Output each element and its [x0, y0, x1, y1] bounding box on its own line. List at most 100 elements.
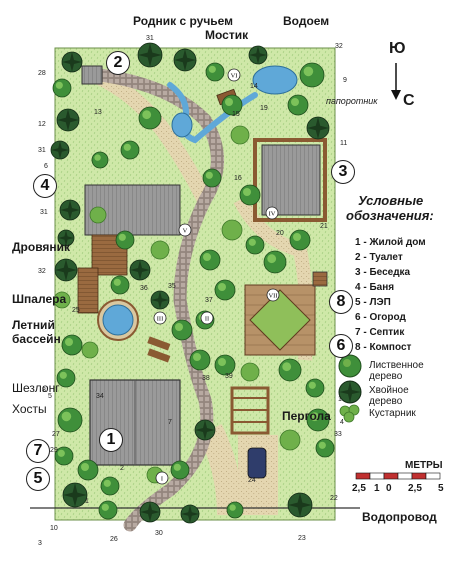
legend-item: 6 - Огород	[355, 312, 406, 323]
legend-shrub-label: Кустарник	[369, 408, 416, 419]
deciduous-tree	[54, 446, 74, 466]
callout-pool: Летний бассейн	[12, 318, 61, 346]
marker-compost: 8	[329, 290, 353, 314]
marker-garden: 6	[329, 334, 353, 358]
plant-number-label: 28	[38, 70, 46, 77]
compost-bin	[312, 271, 328, 287]
deciduous-tree	[214, 279, 236, 301]
marker-toilet: 2	[106, 51, 130, 75]
conifer-tree	[57, 229, 75, 247]
legend-deciduous-symbol	[338, 354, 362, 378]
shrub	[221, 219, 243, 241]
deciduous-tree	[61, 334, 83, 356]
deciduous-tree	[299, 62, 325, 88]
scale-bar	[355, 472, 441, 480]
legend-title-line2: обозначения:	[346, 208, 434, 223]
plant-number-label: 23	[298, 535, 306, 542]
plant-number-label: 11	[340, 140, 347, 147]
conifer-tree	[306, 116, 330, 140]
deciduous-tree	[120, 140, 140, 160]
legend-item: 7 - Септик	[355, 327, 405, 338]
plant-number-label: 3	[38, 540, 42, 547]
marker-powerline: 5	[26, 467, 50, 491]
roman-marker-label: I	[161, 476, 163, 483]
plant-number-label: 27	[52, 431, 60, 438]
plant-number-label: 13	[94, 109, 102, 116]
deciduous-tree	[315, 438, 335, 458]
deciduous-tree	[98, 500, 118, 520]
marker-house: 1	[99, 428, 123, 452]
deciduous-tree	[52, 78, 72, 98]
conifer-tree	[56, 108, 80, 132]
shrub	[53, 291, 71, 309]
deciduous-tree	[199, 249, 221, 271]
plant-number-label: 16	[234, 175, 242, 182]
deciduous-tree	[205, 62, 225, 82]
legend-shrub-symbol	[339, 404, 360, 423]
legend-deciduous-label-1: Лиственное	[369, 360, 424, 371]
conifer-tree	[150, 290, 170, 310]
plant-number-label: 33	[334, 431, 342, 438]
callout-fern: папоротник	[326, 96, 378, 106]
plant-number-label: 30	[155, 530, 163, 537]
legend-conifer-label-2: дерево	[369, 396, 403, 407]
legend-item: 2 - Туалет	[355, 252, 403, 263]
plant-number-label: 24	[248, 477, 256, 484]
deciduous-tree	[77, 459, 99, 481]
conifer-tree	[194, 419, 216, 441]
legend-title-line1: Условные	[358, 193, 424, 208]
legend-conifer-symbol	[338, 380, 362, 404]
marker-septic: 7	[26, 439, 50, 463]
plant-number-label: 32	[38, 268, 46, 275]
plant-number-label: 26	[110, 536, 118, 543]
roman-marker-circle	[178, 223, 192, 237]
shrub	[150, 240, 170, 260]
callout-spring: Родник с ручьем	[133, 14, 234, 28]
marker-gazebo: 3	[331, 160, 355, 184]
callout-woodshed: Дровяник	[12, 240, 71, 254]
roman-marker-label: VII	[268, 293, 277, 300]
legend-item: 3 - Беседка	[355, 267, 411, 278]
plant-number-label: 32	[335, 43, 343, 50]
compass-north-letter: С	[403, 92, 415, 109]
plant-number-label: 20	[276, 230, 284, 237]
car	[247, 447, 267, 479]
garden-diamond	[249, 289, 311, 351]
pond	[252, 65, 298, 95]
deciduous-tree	[287, 94, 309, 116]
roman-marker-circle	[155, 471, 169, 485]
scale-tick-label: 0	[386, 483, 392, 494]
roman-marker-circle	[153, 311, 167, 325]
callout-hosta: Хосты	[12, 402, 47, 416]
pond-inlet	[171, 112, 193, 138]
conifer-tree	[62, 482, 88, 508]
deciduous-tree	[221, 94, 243, 116]
gazebo-roof	[261, 144, 321, 216]
conifer-tree	[129, 259, 151, 281]
plant-number-label: 12	[38, 121, 46, 128]
roman-marker-label: IV	[269, 211, 276, 218]
plant-number-label: 36	[140, 285, 148, 292]
lounger-1	[147, 336, 171, 351]
plant-number-label: 19	[260, 105, 268, 112]
plant-number-label: 38	[202, 375, 210, 382]
main-paved-path	[93, 68, 224, 532]
plant-number-label: 31	[38, 147, 46, 154]
conifer-tree	[50, 140, 70, 160]
shrub	[279, 429, 301, 451]
legend-conifer-label-1: Хвойное	[369, 385, 409, 396]
lounger-2	[147, 348, 171, 363]
plant-number-label: 10	[50, 525, 58, 532]
plant-number-label: 6	[44, 163, 48, 170]
deciduous-tree	[91, 151, 109, 169]
deciduous-tree	[278, 358, 302, 382]
conifer-tree	[287, 492, 313, 518]
legend-item: 4 - Баня	[355, 282, 395, 293]
roman-marker-circle	[200, 311, 214, 325]
plant-number-label: 8	[42, 387, 46, 394]
conifer-tree	[248, 45, 268, 65]
roman-marker-circle	[266, 288, 280, 302]
legend-item: 8 - Компост	[355, 342, 412, 353]
